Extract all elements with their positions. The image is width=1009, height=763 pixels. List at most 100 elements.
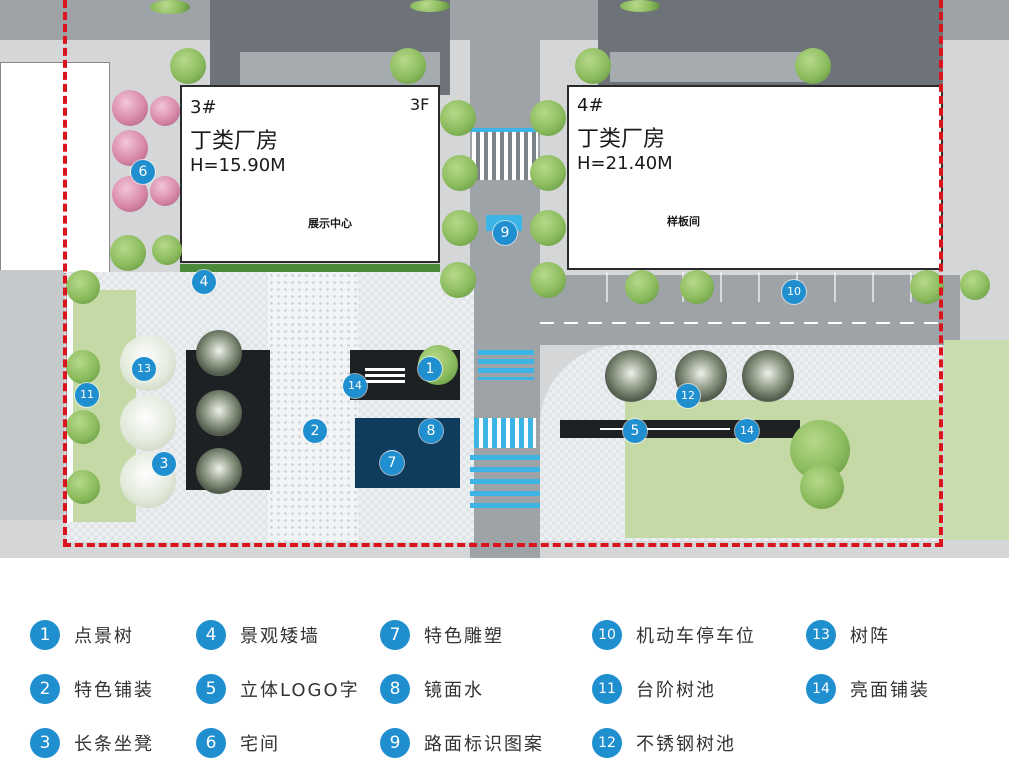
legend-number: 8 [380, 674, 410, 704]
landscape-low-wall [180, 264, 440, 272]
legend-number: 9 [380, 728, 410, 758]
legend-number: 5 [196, 674, 226, 704]
building-4-name: 丁类厂房 [577, 127, 666, 152]
street-tree [150, 0, 190, 14]
street-tree [390, 48, 426, 84]
road-marking [470, 128, 540, 132]
street-tree [110, 235, 146, 271]
legend-number: 14 [806, 674, 836, 704]
marker-12[interactable]: 12 [676, 384, 700, 408]
flowering-tree [112, 90, 148, 126]
neighbour-building [0, 62, 110, 274]
street-tree [170, 48, 206, 84]
building-3: 3# 3F 丁类厂房 H=15.90M 展示中心 [180, 85, 440, 263]
marker-7[interactable]: 7 [380, 451, 404, 475]
legend-label: 特色铺装 [74, 680, 154, 701]
road-marking-south [470, 455, 540, 515]
marker-11[interactable]: 11 [75, 383, 99, 407]
street-tree [410, 0, 450, 12]
zebra-crossing-north [472, 132, 538, 180]
feature-paving-strip [268, 272, 358, 542]
east-outside-lawn [944, 340, 1009, 540]
legend-number: 4 [196, 620, 226, 650]
marker-8[interactable]: 8 [419, 419, 443, 443]
logo-text-line [600, 428, 730, 430]
building-3-function: 展示中心 [308, 217, 352, 230]
bright-paving-stripes [365, 368, 405, 384]
legend-number: 10 [592, 620, 622, 650]
legend-item: 13 树阵 [806, 620, 890, 650]
street-tree [530, 210, 566, 246]
site-plan: 3# 3F 丁类厂房 H=15.90M 展示中心 4# 丁类厂房 H=21.40… [0, 0, 1009, 558]
legend-item: 7 特色雕塑 [380, 620, 504, 650]
street-tree [530, 262, 566, 298]
lane-divider [540, 322, 940, 324]
legend-item: 4 景观矮墙 [196, 620, 320, 650]
legend: 1 点景树 2 特色铺装 3 长条坐凳 4 景观矮墙 5 立体LOGO字 6 宅… [0, 558, 1009, 763]
legend-label: 不锈钢树池 [636, 734, 736, 755]
tree-array-tree [196, 330, 242, 376]
marker-14[interactable]: 14 [343, 374, 367, 398]
marker-5[interactable]: 5 [623, 419, 647, 443]
legend-item: 9 路面标识图案 [380, 728, 544, 758]
steel-planter-tree [742, 350, 794, 402]
street-tree [530, 100, 566, 136]
step-planter-tree [66, 350, 100, 384]
marker-9[interactable]: 9 [493, 221, 517, 245]
legend-label: 景观矮墙 [240, 626, 320, 647]
legend-number: 3 [30, 728, 60, 758]
flowering-tree [150, 96, 180, 126]
legend-number: 7 [380, 620, 410, 650]
legend-number: 11 [592, 674, 622, 704]
legend-item: 11 台阶树池 [592, 674, 716, 704]
road-marking-pattern [478, 350, 534, 380]
legend-item: 2 特色铺装 [30, 674, 154, 704]
legend-number: 6 [196, 728, 226, 758]
steel-planter-tree [605, 350, 657, 402]
street-tree [66, 270, 100, 304]
legend-item: 10 机动车停车位 [592, 620, 756, 650]
legend-item: 8 镜面水 [380, 674, 484, 704]
tree-array-tree [120, 395, 176, 451]
legend-label: 宅间 [240, 734, 280, 755]
marker-10[interactable]: 10 [782, 280, 806, 304]
street-tree [575, 48, 611, 84]
legend-item: 14 亮面铺装 [806, 674, 930, 704]
marker-4[interactable]: 4 [192, 270, 216, 294]
site-boundary [63, 0, 943, 547]
marker-3[interactable]: 3 [152, 452, 176, 476]
marker-14[interactable]: 14 [735, 419, 759, 443]
street-tree [910, 270, 944, 304]
step-planter-tree [66, 410, 100, 444]
legend-number: 2 [30, 674, 60, 704]
legend-label: 点景树 [74, 626, 134, 647]
building-4-height: H=21.40M [577, 153, 673, 174]
street-tree [530, 155, 566, 191]
street-tree [440, 262, 476, 298]
marker-1[interactable]: 1 [418, 357, 442, 381]
legend-item: 6 宅间 [196, 728, 280, 758]
marker-13[interactable]: 13 [132, 357, 156, 381]
street-tree [620, 0, 660, 12]
legend-label: 机动车停车位 [636, 626, 756, 647]
legend-label: 树阵 [850, 626, 890, 647]
building-4: 4# 丁类厂房 H=21.40M 样板间 [567, 85, 943, 270]
legend-number: 1 [30, 620, 60, 650]
street-tree [152, 235, 182, 265]
street-tree [442, 155, 478, 191]
legend-item: 5 立体LOGO字 [196, 674, 360, 704]
street-tree [795, 48, 831, 84]
building-4-number: 4# [577, 95, 604, 116]
legend-item: 3 长条坐凳 [30, 728, 154, 758]
tree-array-tree [196, 390, 242, 436]
marker-6[interactable]: 6 [131, 160, 155, 184]
marker-2[interactable]: 2 [303, 419, 327, 443]
building-3-height: H=15.90M [190, 155, 286, 176]
legend-number: 13 [806, 620, 836, 650]
street-tree [440, 100, 476, 136]
street-tree [960, 270, 990, 300]
legend-label: 镜面水 [424, 680, 484, 701]
street-tree [625, 270, 659, 304]
legend-label: 台阶树池 [636, 680, 716, 701]
flowering-tree [150, 176, 180, 206]
